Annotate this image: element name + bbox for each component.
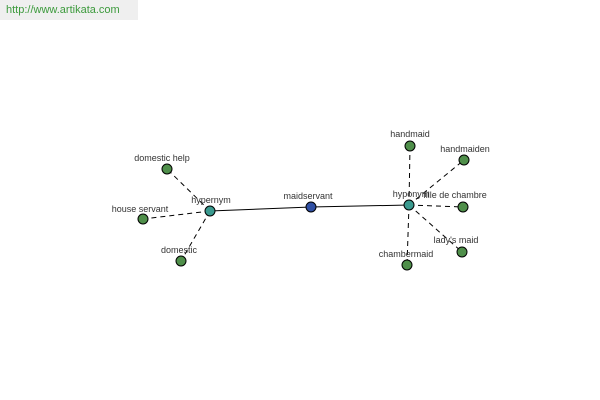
label-fille-de-chambre[interactable]: fille de chambre bbox=[423, 190, 487, 200]
node-handmaid[interactable] bbox=[404, 140, 416, 152]
node-domestic[interactable] bbox=[175, 255, 187, 267]
edge-center-hub-left bbox=[209, 206, 312, 212]
label-hub-left[interactable]: hypernym bbox=[191, 195, 231, 205]
node-hub-right[interactable] bbox=[403, 199, 415, 211]
edge-hub-left-domestic-help bbox=[166, 168, 211, 212]
node-domestic-help[interactable] bbox=[161, 163, 173, 175]
edge-hub-right-handmaid bbox=[408, 145, 411, 206]
edge-hub-right-chambermaid bbox=[406, 204, 410, 266]
label-domestic-help[interactable]: domestic help bbox=[134, 153, 190, 163]
node-hub-left[interactable] bbox=[204, 205, 216, 217]
label-hub-right[interactable]: hyponym bbox=[393, 189, 430, 199]
label-handmaiden[interactable]: handmaiden bbox=[440, 144, 490, 154]
label-handmaid[interactable]: handmaid bbox=[390, 129, 430, 139]
label-maidservant[interactable]: maidservant bbox=[283, 191, 333, 201]
node-maidservant[interactable] bbox=[305, 201, 317, 213]
node-ladys-maid[interactable] bbox=[456, 246, 468, 258]
label-house-servant[interactable]: house servant bbox=[112, 204, 169, 214]
node-house-servant[interactable] bbox=[137, 213, 149, 225]
node-fille-de-chambre[interactable] bbox=[457, 201, 469, 213]
site-url[interactable]: http://www.artikata.com bbox=[0, 0, 138, 20]
label-domestic[interactable]: domestic bbox=[161, 245, 198, 255]
label-chambermaid[interactable]: chambermaid bbox=[379, 249, 434, 259]
edge-hub-left-house-servant bbox=[142, 210, 211, 220]
edge-hub-right-fille-de-chambre bbox=[408, 204, 464, 208]
edge-center-hub-right bbox=[310, 204, 410, 208]
node-handmaiden[interactable] bbox=[458, 154, 470, 166]
edge-hub-right-ladys-maid bbox=[408, 204, 463, 253]
edge-hub-right-handmaiden bbox=[408, 159, 465, 206]
label-ladys-maid[interactable]: lady's maid bbox=[434, 235, 479, 245]
edge-hub-left-domestic bbox=[180, 210, 211, 262]
node-chambermaid[interactable] bbox=[401, 259, 413, 271]
